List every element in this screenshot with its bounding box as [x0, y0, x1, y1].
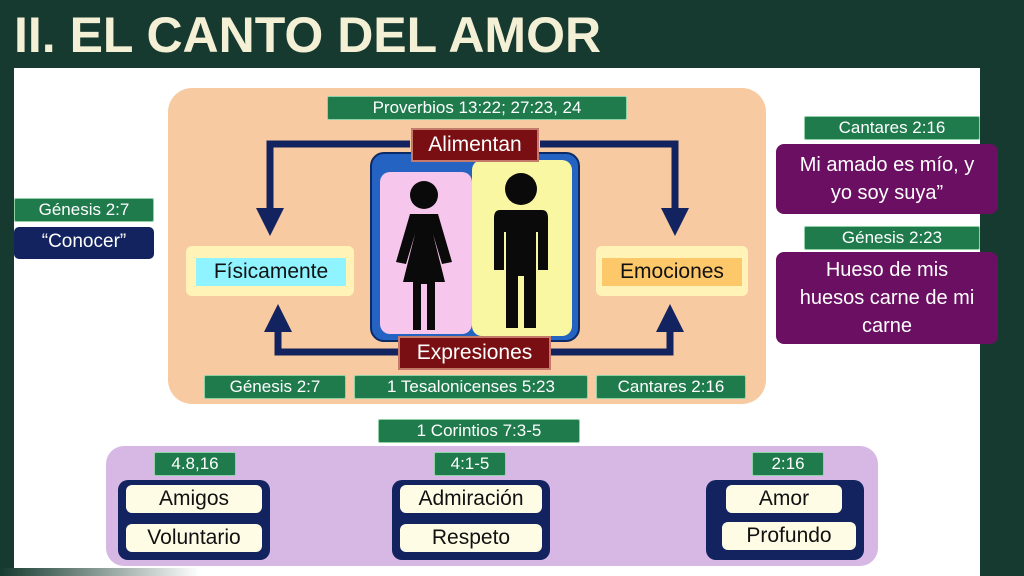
arrow-bottom-right: [548, 304, 684, 356]
fisicamente-label: Físicamente: [196, 258, 346, 286]
respeto-label: Respeto: [400, 524, 542, 552]
man-icon: [494, 173, 548, 328]
quote-2-text: Hueso de mis huesos carne de mi carne: [799, 259, 975, 337]
right-ref-1: Cantares 2:16: [804, 116, 980, 140]
quote-1-text: Mi amado es mío, y yo soy suya”: [799, 154, 975, 204]
frame-left: [0, 68, 14, 568]
admiracion-label: Admiración: [400, 485, 542, 513]
group-1-ref: 4.8,16: [154, 452, 236, 476]
amor-label: Amor: [726, 485, 842, 513]
slide-title: II. EL CANTO DEL AMOR: [14, 7, 602, 63]
alimentan-label: Alimentan: [411, 128, 539, 162]
title-bar: [0, 0, 980, 68]
quote-box-2: Hueso de mis huesos carne de mi carne: [776, 252, 998, 344]
conocer-box: “Conocer”: [14, 227, 154, 259]
arrow-bottom-left: [264, 304, 400, 356]
group-3-ref: 2:16: [752, 452, 824, 476]
bottom-ref-3: Cantares 2:16: [596, 375, 746, 399]
right-ref-2: Génesis 2:23: [804, 226, 980, 250]
bottom-ref-1: Génesis 2:7: [204, 375, 346, 399]
center-top-ref: Proverbios 13:22; 27:23, 24: [327, 96, 627, 120]
expresiones-label: Expresiones: [398, 336, 551, 370]
frame-bottom: [0, 568, 200, 576]
group-2-ref: 4:1-5: [434, 452, 506, 476]
bottom-main-ref: 1 Corintios 7:3-5: [378, 419, 580, 443]
arrow-top-right: [540, 140, 689, 236]
woman-icon: [396, 181, 452, 330]
arrow-top-left: [256, 140, 410, 236]
profundo-label: Profundo: [722, 522, 856, 550]
bottom-ref-2: 1 Tesalonicenses 5:23: [354, 375, 588, 399]
voluntario-label: Voluntario: [126, 524, 262, 552]
quote-box-1: Mi amado es mío, y yo soy suya”: [776, 144, 998, 214]
amigos-label: Amigos: [126, 485, 262, 513]
emociones-label: Emociones: [602, 258, 742, 286]
left-ref-tag: Génesis 2:7: [14, 198, 154, 222]
